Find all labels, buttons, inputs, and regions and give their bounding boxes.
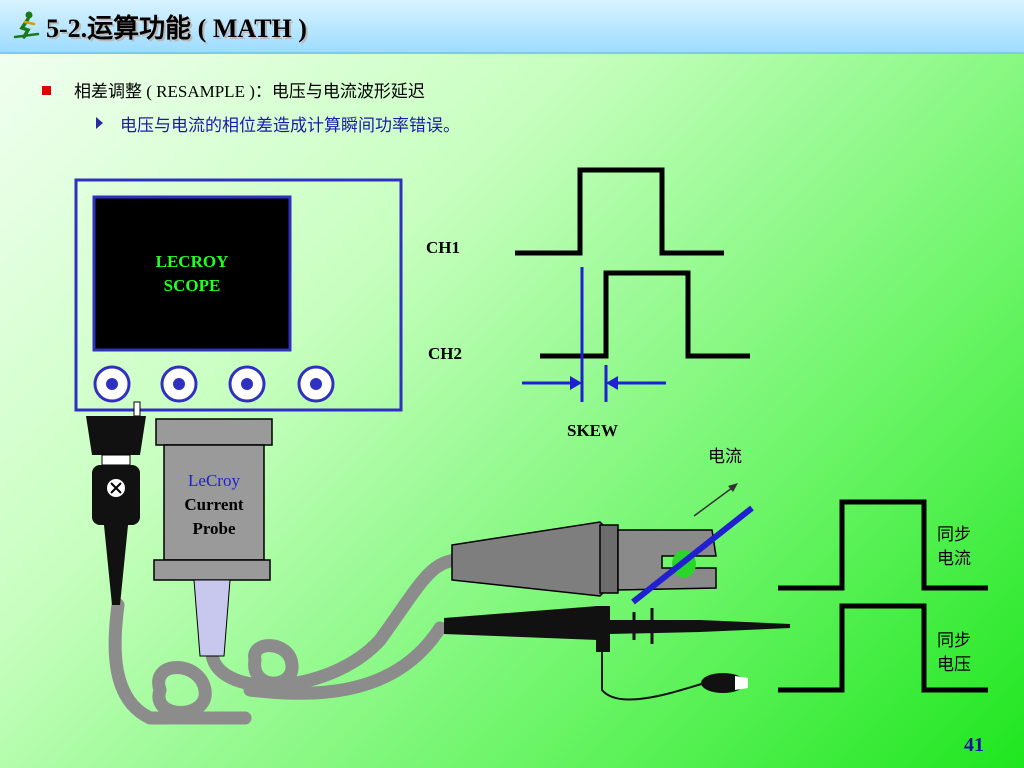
skier-icon	[13, 11, 40, 39]
probe-line-current: Current	[184, 495, 244, 514]
sync-voltage-waveform	[778, 603, 988, 693]
skew-markers	[522, 267, 666, 402]
sync-current-waveform	[778, 499, 988, 591]
voltage-probe	[444, 606, 790, 701]
sync-current-line-2: 电流	[937, 549, 971, 568]
sub-bullet-arrow-icon	[96, 117, 103, 129]
current-probe-box	[153, 418, 273, 657]
page-title: 5-2.运算功能 ( MATH )	[46, 14, 307, 43]
ch1-label: CH1	[426, 238, 460, 257]
scope-knob-2	[160, 365, 198, 403]
probe-line-probe: Probe	[192, 519, 236, 538]
scope-knob-4	[297, 365, 335, 403]
oscilloscope-screen	[92, 195, 292, 352]
oscilloscope-body	[74, 178, 403, 412]
current-label: 电流	[708, 447, 742, 466]
probe-label: LeCroy Current Probe	[165, 469, 263, 541]
scope-knobs	[93, 365, 335, 403]
sync-current-label: 同步 电流	[937, 523, 971, 571]
conductor-line	[631, 505, 754, 605]
probe-cables	[108, 553, 467, 725]
voltage-probe-connector	[86, 401, 146, 605]
scope-line-1: LECROY	[155, 252, 229, 271]
sync-current-line-1: 同步	[937, 525, 971, 544]
current-clamp-probe	[451, 521, 717, 597]
ch2-waveform	[540, 270, 750, 359]
bullet-square-icon	[42, 86, 51, 95]
scope-knob-1	[93, 365, 131, 403]
ch1-waveform	[515, 167, 724, 256]
page-number: 41	[964, 734, 984, 756]
title-bar: 5-2.运算功能 ( MATH )	[0, 0, 1024, 54]
sync-voltage-line-1: 同步	[937, 631, 971, 650]
scope-line-2: SCOPE	[163, 276, 221, 295]
scope-screen-text: LECROY SCOPE	[96, 250, 288, 298]
sync-voltage-label: 同步 电压	[937, 629, 971, 677]
sub-bullet-text: 电压与电流的相位差造成计算瞬间功率错误。	[120, 116, 460, 135]
current-direction-arrow	[693, 483, 738, 517]
probe-brand: LeCroy	[188, 471, 240, 490]
skew-label: SKEW	[567, 421, 619, 440]
sync-voltage-line-2: 电压	[937, 655, 971, 674]
ch2-label: CH2	[428, 344, 462, 363]
bullet-heading: 相差调整 ( RESAMPLE )：电压与电流波形延迟	[74, 82, 425, 101]
scope-knob-3	[228, 365, 266, 403]
